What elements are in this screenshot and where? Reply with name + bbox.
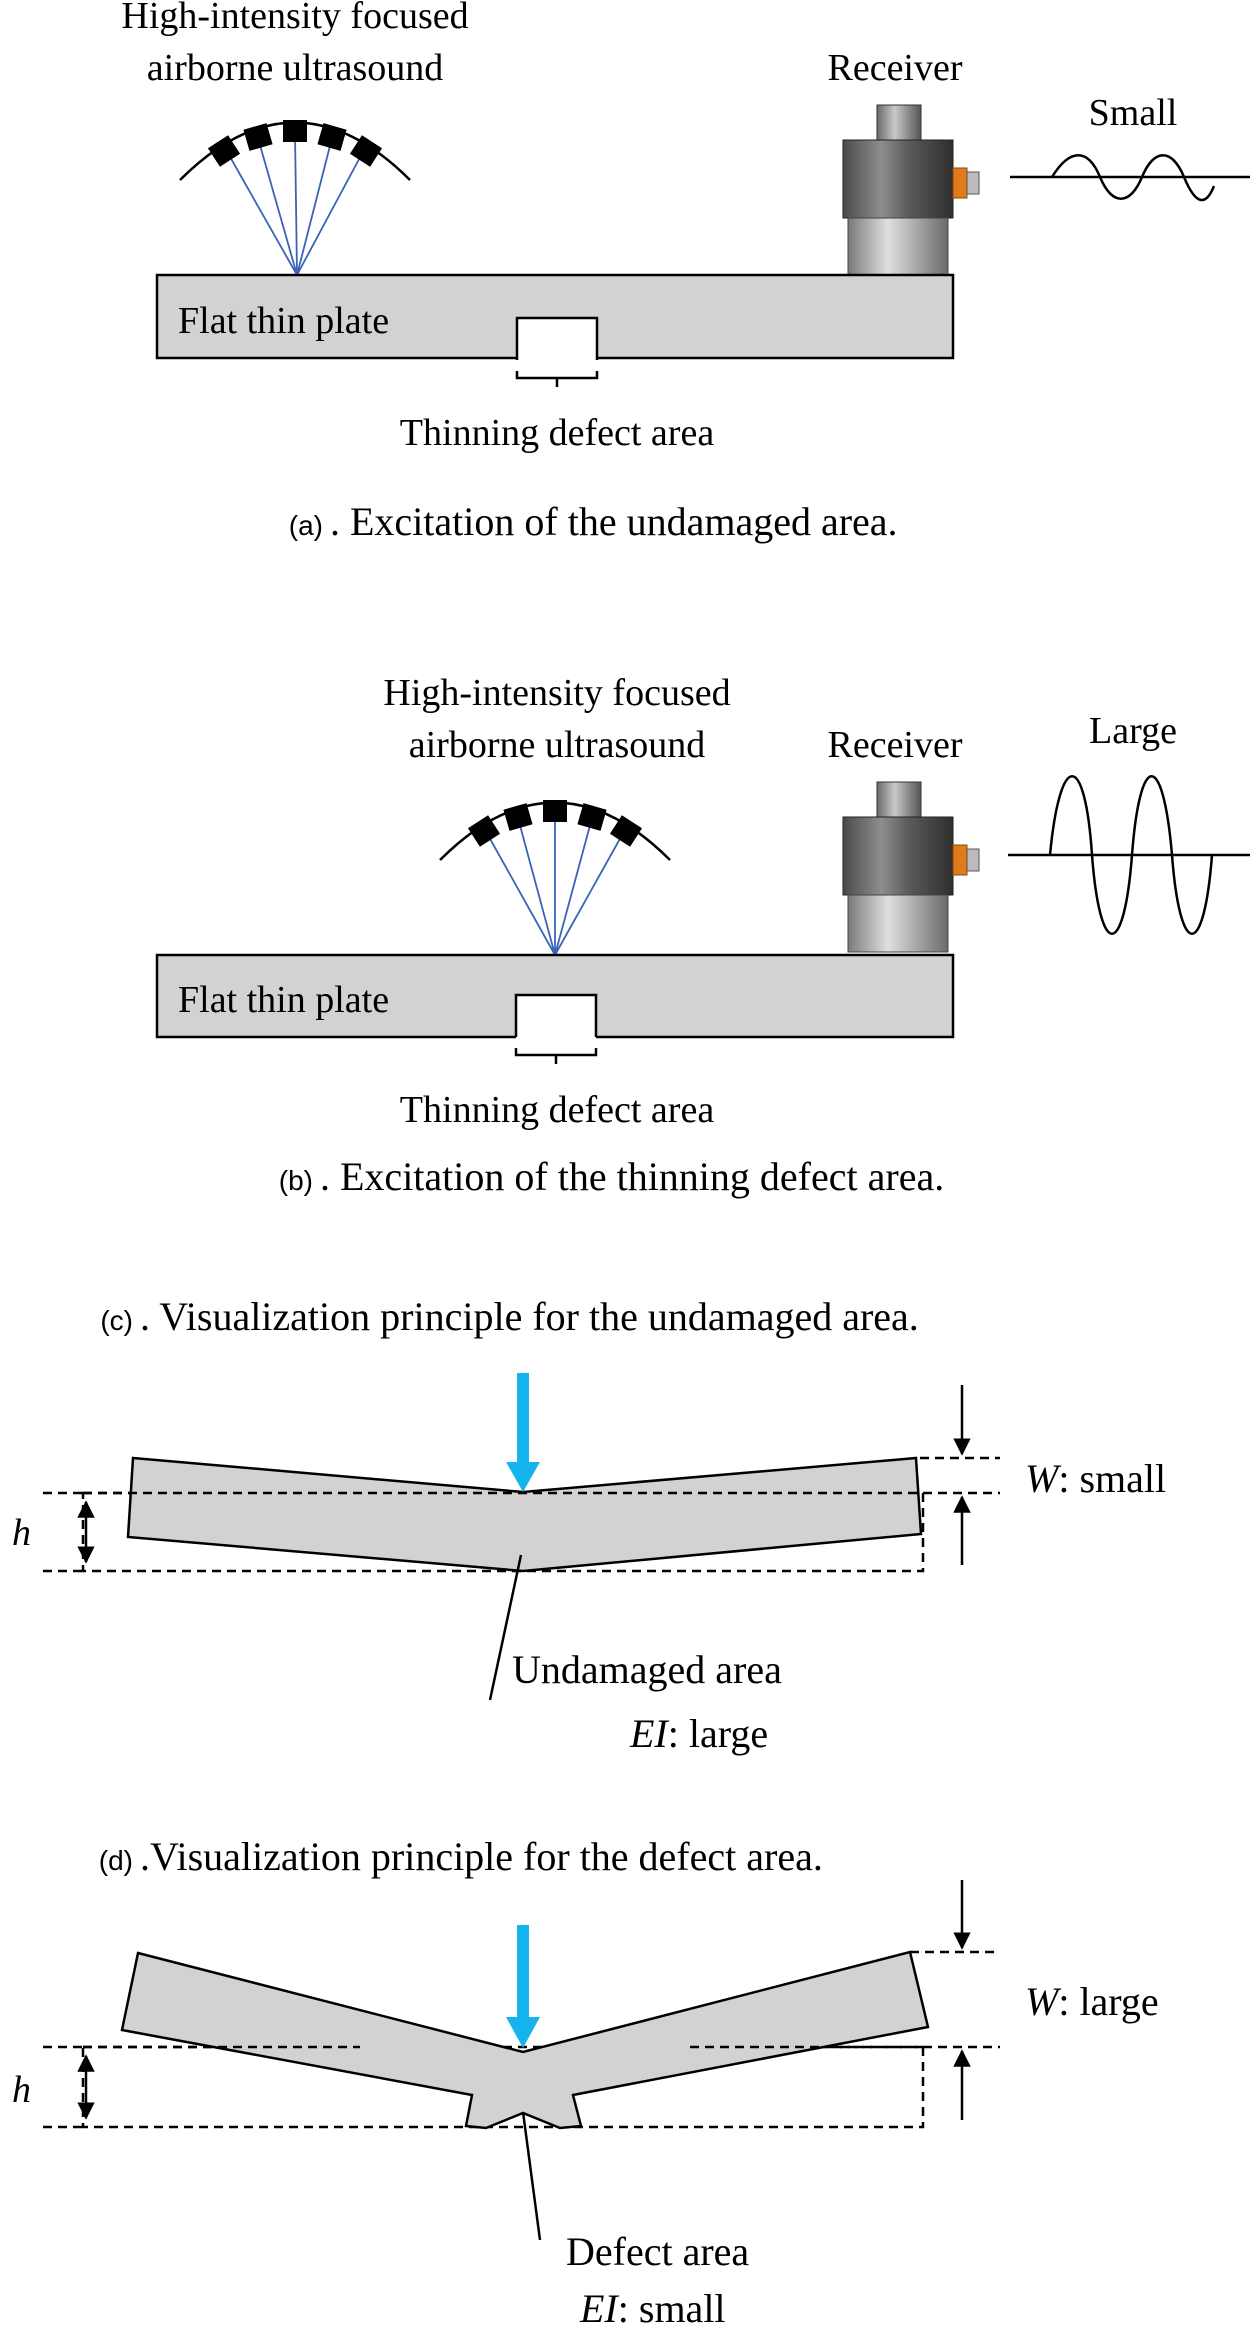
load-arrow [506, 1925, 540, 2048]
receiver-sensor [842, 104, 980, 276]
transducer-array [179, 120, 411, 276]
plate-label: Flat thin plate [178, 979, 389, 1021]
leader-line [521, 2111, 542, 2241]
panel-a: High-intensity focused airborne ultrasou… [121, 0, 1250, 544]
svg-text:EI: large: EI: large [629, 1711, 768, 1756]
receiver-label: Receiver [827, 47, 962, 89]
stiffness-value: : large [668, 1711, 768, 1756]
panel-d: (d) .Visualization principle for the def… [12, 1834, 1159, 2328]
source-label-line1: High-intensity focused [121, 0, 468, 37]
thickness-symbol: h [12, 1512, 31, 1554]
leader-line [488, 1554, 523, 1701]
svg-text:EI: small: EI: small [579, 2286, 726, 2328]
caption-text: . Excitation of the thinning defect area… [320, 1154, 944, 1199]
caption-tag: (b) [279, 1165, 313, 1196]
caption-text: . Visualization principle for the undama… [140, 1294, 919, 1339]
defect-label: Thinning defect area [400, 412, 715, 454]
stiffness-symbol: EI [579, 2286, 619, 2328]
stiffness-value: : small [618, 2286, 726, 2328]
signal-waveform-small [1010, 154, 1250, 202]
source-label-line1: High-intensity focused [383, 672, 730, 714]
caption-tag: (d) [99, 1845, 133, 1876]
caption-c: (c) . Visualization principle for the un… [100, 1294, 918, 1339]
receiver-label: Receiver [827, 724, 962, 766]
thinning-defect [515, 316, 599, 360]
caption-text: . Excitation of the undamaged area. [330, 499, 898, 544]
caption-a: (a) . Excitation of the undamaged area. [289, 499, 898, 544]
caption-d: (d) .Visualization principle for the def… [99, 1834, 823, 1879]
transducer-elements [467, 800, 643, 847]
transducer-array [439, 800, 671, 956]
deflection-symbol: W [1025, 1979, 1062, 2024]
ultrasound-rays [483, 812, 627, 956]
area-label: Defect area [566, 2229, 749, 2274]
deflection-value: : small [1058, 1456, 1166, 1501]
source-label-line2: airborne ultrasound [409, 724, 706, 766]
stiffness-symbol: EI [629, 1711, 669, 1756]
area-label: Undamaged area [512, 1647, 782, 1692]
signal-waveform-large [1008, 775, 1250, 935]
transducer-elements [207, 120, 383, 167]
thinning-defect [514, 993, 598, 1037]
ultrasound-rays [224, 131, 366, 276]
source-label-line2: airborne ultrasound [147, 47, 444, 89]
receiver-sensor [842, 781, 980, 953]
defect-bracket [515, 371, 599, 387]
svg-text:W: small: W: small [1025, 1456, 1166, 1501]
defect-bracket [514, 1048, 598, 1064]
panel-b: High-intensity focused airborne ultrasou… [155, 672, 1250, 1199]
deflection-symbol: W [1025, 1456, 1062, 1501]
panel-c: (c) . Visualization principle for the un… [12, 1294, 1166, 1756]
signal-label: Small [1089, 92, 1178, 134]
plate-label: Flat thin plate [178, 300, 389, 342]
caption-tag: (c) [100, 1305, 133, 1336]
caption-b: (b) . Excitation of the thinning defect … [279, 1154, 944, 1199]
deflection-value: : large [1058, 1979, 1158, 2024]
defect-label: Thinning defect area [400, 1089, 715, 1131]
caption-tag: (a) [289, 510, 323, 541]
load-arrow [506, 1373, 540, 1492]
signal-label: Large [1089, 710, 1177, 752]
caption-text: .Visualization principle for the defect … [140, 1834, 823, 1879]
thickness-symbol: h [12, 2069, 31, 2111]
svg-text:W: large: W: large [1025, 1979, 1159, 2024]
